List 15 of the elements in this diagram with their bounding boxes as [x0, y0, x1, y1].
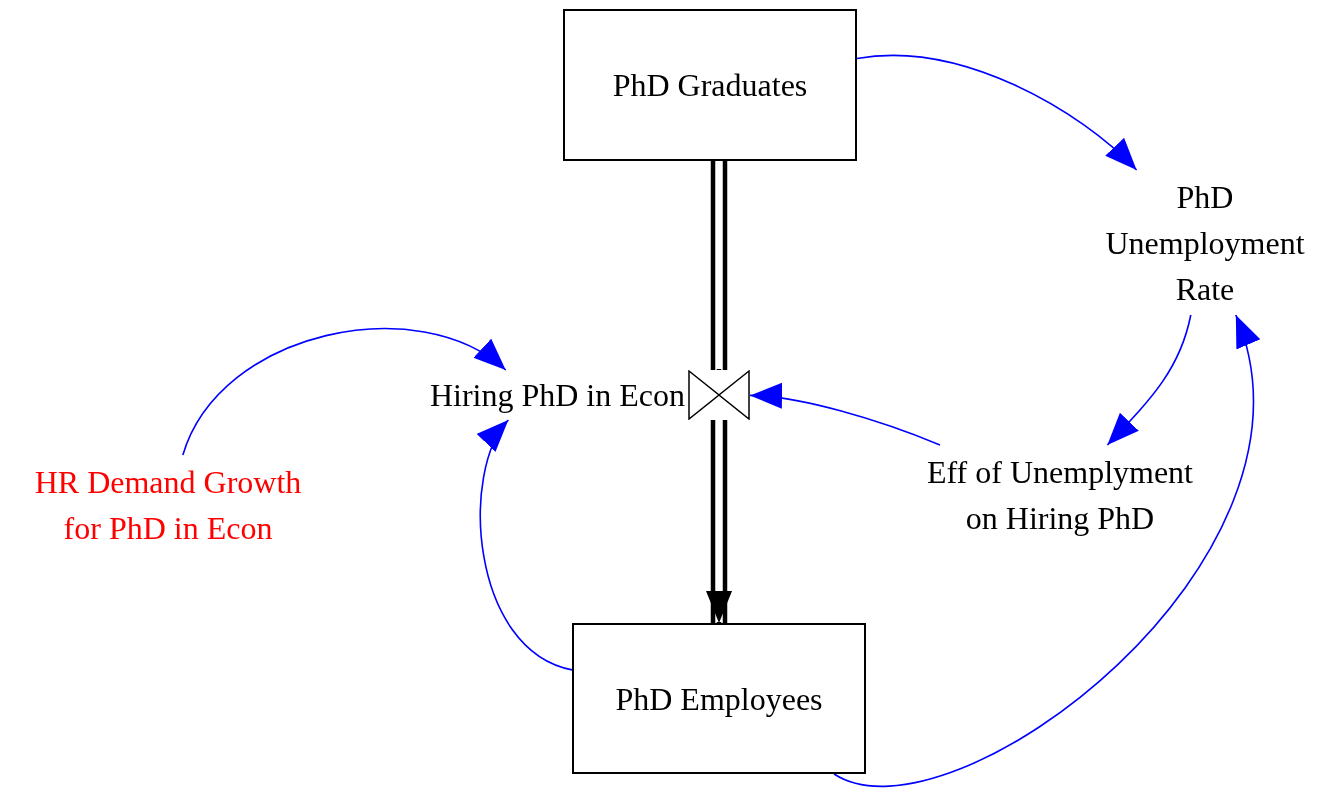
variable-label: HR Demand Growth for PhD in Econ [33, 463, 303, 548]
flow-label: Hiring PhD in Econ [429, 376, 685, 415]
causal-arrow [182, 327, 507, 456]
variable-label: Eff of Unemplyment on Hiring PhD [926, 453, 1194, 538]
causal-arrow [1106, 314, 1192, 446]
stock-name: PhD Graduates [612, 66, 808, 105]
causal-arrow [856, 54, 1138, 171]
variable-label: PhD Unemployment Rate [1104, 177, 1306, 309]
flow-pipe-arrow [706, 417, 732, 626]
causal-arrow [749, 383, 941, 446]
stock-box [572, 623, 866, 774]
causal-arrow [833, 314, 1257, 787]
stock-box [563, 9, 857, 161]
causal-arrow [479, 419, 573, 671]
stock-name: PhD Employees [615, 679, 823, 719]
